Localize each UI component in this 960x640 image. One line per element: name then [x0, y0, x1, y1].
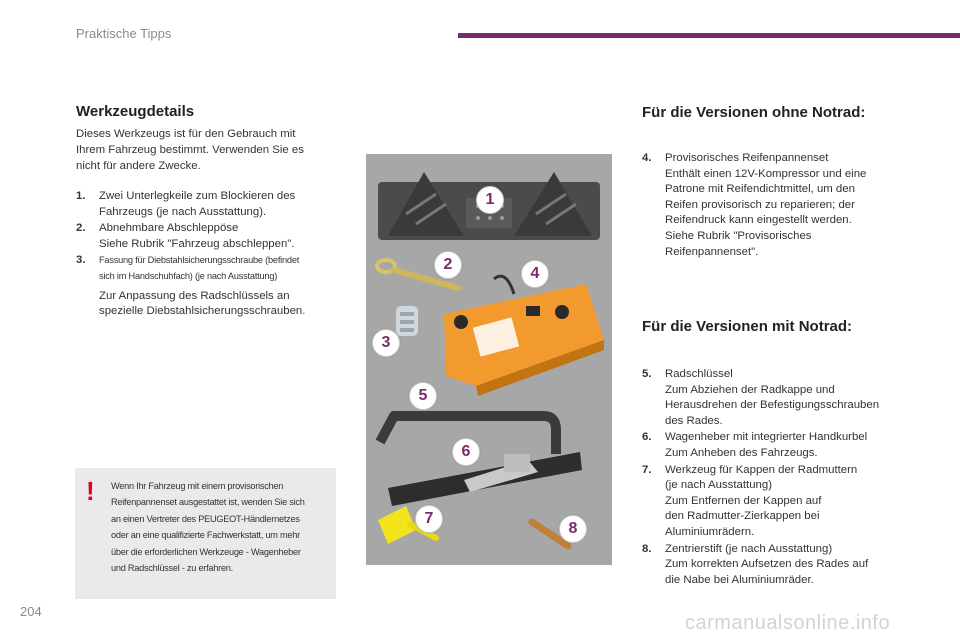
- tool-list-no-spare: 4. Provisorisches Reifenpannenset Enthäl…: [642, 151, 917, 261]
- item-number: 2.: [76, 222, 86, 235]
- jack-icon: [388, 452, 582, 506]
- list-item-4: 4. Provisorisches Reifenpannenset Enthäl…: [642, 151, 917, 260]
- wheel-brace-icon: [375, 411, 561, 454]
- item-text: Zwei Unterlegkeile zum Blockieren des Fa…: [99, 190, 296, 218]
- list-item-5: 5. Radschlüssel Zum Abziehen der Radkapp…: [642, 367, 922, 429]
- list-item-8: 8. Zentrierstift (je nach Ausstattung) Z…: [642, 542, 922, 589]
- warning-box: ! Wenn Ihr Fahrzeug mit einem provisoris…: [75, 468, 336, 599]
- badge-4: 4: [521, 260, 549, 288]
- towing-eye-icon: [375, 258, 461, 291]
- item-text: Werkzeug für Kappen der Radmuttern (je n…: [665, 463, 858, 538]
- no-spare-heading: Für die Versionen ohne Notrad:: [642, 104, 866, 121]
- item-number: 8.: [642, 542, 652, 555]
- item-number: 4.: [642, 152, 652, 164]
- item-text: Zentrierstift (je nach Ausstattung) Zum …: [665, 542, 869, 586]
- watermark: carmanualsonline.info: [685, 612, 891, 634]
- item-number: 1.: [76, 190, 86, 202]
- list-item-2: 2. Abnehmbare Abschleppöse Siehe Rubrik …: [76, 221, 351, 252]
- list-item-6: 6. Wagenheber mit integrierter Handkurbe…: [642, 430, 922, 461]
- exclamation-icon: !: [86, 476, 95, 506]
- page-number: 204: [20, 604, 42, 619]
- intro-line: Ihrem Fahrzeug bestimmt. Verwenden Sie e…: [76, 144, 304, 156]
- intro-paragraph: Dieses Werkzeugs ist für den Gebrauch mi…: [76, 126, 346, 174]
- warning-text: Wenn Ihr Fahrzeug mit einem provisorisch…: [111, 481, 305, 574]
- badge-5: 5: [409, 382, 437, 410]
- item-text: Fassung für Diebstahlsicherungsschraube …: [99, 255, 306, 318]
- badge-1: 1: [476, 186, 504, 214]
- list-item-1: 1. Zwei Unterlegkeile zum Blockieren des…: [76, 189, 351, 220]
- spare-heading: Für die Versionen mit Notrad:: [642, 318, 853, 335]
- item-number: 6.: [642, 431, 652, 444]
- item-text: Provisorisches Reifenpannenset Enthält e…: [665, 152, 867, 258]
- section-title: Praktische Tipps: [76, 26, 172, 41]
- compressor-kit-icon: [444, 274, 604, 396]
- item-number: 5.: [642, 368, 652, 380]
- badge-7: 7: [415, 505, 443, 533]
- item-text: Wagenheber mit integrierter Handkurbel Z…: [665, 431, 868, 459]
- tool-list-left: 1. Zwei Unterlegkeile zum Blockieren des…: [76, 189, 351, 321]
- list-item-3: 3. Fassung für Diebstahlsicherungsschrau…: [76, 253, 351, 319]
- item-number: 7.: [642, 463, 652, 476]
- section-bar: [458, 33, 960, 38]
- tools-illustration: 1 2 3 4 5 6 7 8: [366, 154, 612, 565]
- centering-pin-icon: [528, 518, 572, 550]
- tool-list-spare: 5. Radschlüssel Zum Abziehen der Radkapp…: [642, 367, 922, 589]
- anti-theft-socket-icon: [396, 306, 418, 336]
- badge-8: 8: [559, 515, 587, 543]
- badge-6: 6: [452, 438, 480, 466]
- item-number: 3.: [76, 254, 86, 267]
- list-item-7: 7. Werkzeug für Kappen der Radmuttern (j…: [642, 463, 922, 541]
- badge-3: 3: [372, 329, 400, 357]
- tools-drawing: [375, 172, 604, 550]
- intro-line: nicht für andere Zwecke.: [76, 160, 201, 172]
- item-text: Radschlüssel Zum Abziehen der Radkappe u…: [665, 368, 880, 427]
- tool-details-heading: Werkzeugdetails: [76, 103, 195, 120]
- item-text: Abnehmbare Abschleppöse Siehe Rubrik "Fa…: [99, 222, 295, 250]
- intro-line: Dieses Werkzeugs ist für den Gebrauch mi…: [76, 128, 296, 140]
- badge-2: 2: [434, 251, 462, 279]
